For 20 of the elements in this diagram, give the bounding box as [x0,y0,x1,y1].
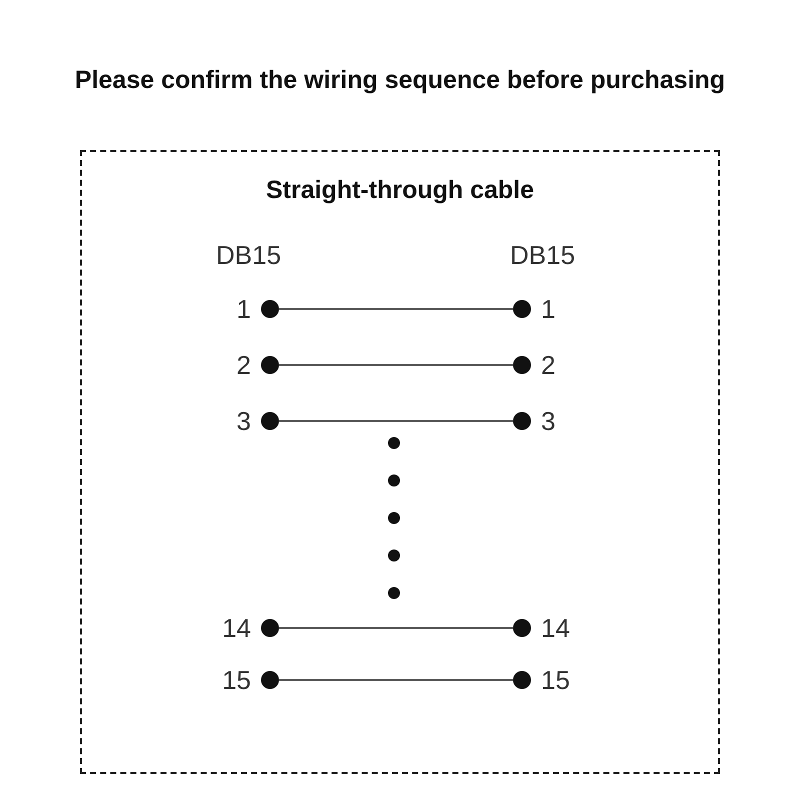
cable-heading: Straight-through cable [264,176,536,205]
pin-number: 2 [236,350,251,380]
pin-number: 1 [541,294,556,324]
pin-number: 15 [541,664,570,696]
pin-number: 3 [236,406,251,436]
pin-number: 1 [236,294,251,324]
wire-line [279,679,513,681]
pin-number: 14 [222,612,251,644]
connector-label: DB15 [216,240,282,271]
dashed-frame [80,150,720,774]
pin-number: 2 [541,350,556,380]
pin-number: 3 [541,406,556,436]
wire-line [279,627,513,629]
wire-line [279,420,513,422]
connector-label: DB15 [510,240,576,271]
pin-number: 15 [222,664,251,696]
wire-line [279,308,513,310]
pin-number: 14 [541,612,570,644]
title: Please confirm the wiring sequence before purchasing [74,66,726,95]
wire-line [279,364,513,366]
